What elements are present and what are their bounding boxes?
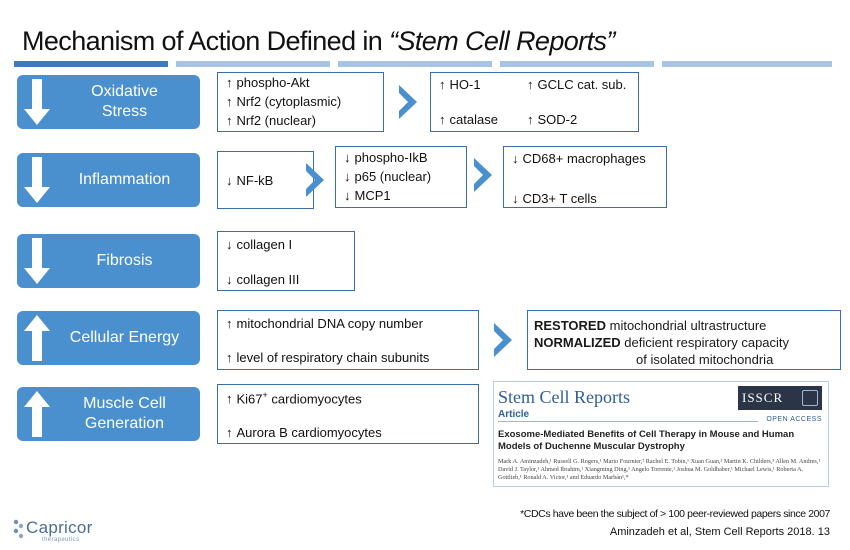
down-arrow-icon: ↓ [226,272,233,287]
category-cellular-energy: Cellular Energy [17,311,200,365]
paper-title: Exosome-Mediated Benefits of Cell Therap… [498,429,795,452]
up-arrow-icon: ↑ [226,94,233,109]
slide-number: 13 [817,526,830,538]
page-title: Mechanism of Action Defined in “Stem Cel… [22,26,615,57]
list-item: ↑HO-1 [439,77,481,92]
fibrosis-box-1: ↓collagen I ↓collagen III [217,231,355,291]
category-label: Cellular Energy [69,329,180,346]
arrow-down-icon [24,157,50,203]
arrow-up-icon [24,315,50,361]
underline-bar [176,61,330,67]
list-item: ↑Aurora B cardiomyocytes [226,425,382,440]
list-item: ↑Nrf2 (cytoplasmic) [226,94,342,109]
chevron-right-icon [474,158,492,192]
list-item: ↑catalase [439,112,498,127]
inflammation-box-3: ↓CD68+ macrophages ↓CD3+ T cells [503,146,667,208]
open-access-label: OPEN ACCESS [766,416,822,423]
list-item: ↓collagen III [226,272,300,287]
up-arrow-icon: ↑ [226,316,233,331]
divider [498,421,758,422]
result-line: of isolated mitochondria [636,352,774,367]
up-arrow-icon: ↑ [439,112,446,127]
list-item: ↑phospho-Akt [226,75,310,90]
category-label: Inflammation [78,171,171,188]
title-prefix: Mechanism of Action Defined in [22,26,390,56]
title-underline-bars [14,61,836,67]
list-item: ↓NF-kB [226,173,274,188]
result-line: RESTORED mitochondrial ultrastructure [534,318,767,333]
up-arrow-icon: ↑ [226,350,233,365]
inflammation-box-2: ↓phospho-IkB ↓p65 (nuclear) ↓MCP1 [335,146,467,208]
list-item: ↑SOD-2 [527,112,578,127]
up-arrow-icon: ↑ [527,77,534,92]
result-line: NORMALIZED deficient respiratory capacit… [534,335,790,350]
category-label: Muscle Cell Generation [83,395,166,432]
down-arrow-icon: ↓ [512,191,519,206]
list-item: ↑mitochondrial DNA copy number [226,316,423,331]
list-item: ↓CD68+ macrophages [512,151,646,166]
title-journal: “Stem Cell Reports” [389,26,615,56]
capricor-logo: Capricor therapeutics [12,516,112,546]
underline-bar [14,61,168,67]
oxidative-box-1: ↑phospho-Akt ↑Nrf2 (cytoplasmic) ↑Nrf2 (… [217,72,384,132]
down-arrow-icon: ↓ [344,150,351,165]
up-arrow-icon: ↑ [226,391,233,407]
list-item: ↑Ki67+ cardiomyocytes [226,390,362,407]
seal-icon [802,390,818,406]
list-item: ↓MCP1 [344,188,391,203]
down-arrow-icon: ↓ [226,237,233,252]
article-label: Article [498,409,530,420]
company-name: Capricor [26,518,93,537]
underline-bar [662,61,832,67]
isscr-logo: ISSCR [738,386,822,410]
down-arrow-icon: ↓ [344,169,351,184]
category-inflammation: Inflammation [17,153,200,207]
underline-bar [500,61,654,67]
muscle-box-1: ↑Ki67+ cardiomyocytes ↑Aurora B cardiomy… [217,384,479,444]
up-arrow-icon: ↑ [439,77,446,92]
cellular-energy-result-box: RESTORED mitochondrial ultrastructure NO… [527,310,841,370]
category-oxidative-stress: Oxidative Stress [17,75,200,129]
down-arrow-icon: ↓ [512,151,519,166]
chevron-right-icon [306,163,324,197]
category-label: Fibrosis [96,252,153,269]
arrow-down-icon [24,79,50,125]
list-item: ↑Nrf2 (nuclear) [226,113,316,128]
category-fibrosis: Fibrosis [17,234,200,288]
down-arrow-icon: ↓ [344,188,351,203]
company-subtitle: therapeutics [42,537,80,543]
paper-thumbnail: Stem Cell Reports Article ISSCR OPEN ACC… [493,381,829,487]
logo-mark-icon [13,519,24,539]
chevron-right-icon [494,323,512,357]
up-arrow-icon: ↑ [226,113,233,128]
up-arrow-icon: ↑ [527,112,534,127]
down-arrow-icon: ↓ [226,173,233,188]
category-muscle-cell-generation: Muscle Cell Generation [17,387,200,441]
up-arrow-icon: ↑ [226,425,233,440]
oxidative-box-2: ↑HO-1 ↑GCLC cat. sub. ↑catalase ↑SOD-2 [430,72,639,132]
arrow-up-icon [24,391,50,437]
footnote: *CDCs have been the subject of > 100 pee… [520,508,830,520]
paper-authors: Mark A. Aminzadeh,¹ Russell G. Rogers,¹ … [498,458,821,481]
up-arrow-icon: ↑ [226,75,233,90]
list-item: ↑GCLC cat. sub. [527,77,627,92]
cellular-energy-box-1: ↑mitochondrial DNA copy number ↑level of… [217,310,479,370]
arrow-down-icon [24,238,50,284]
list-item: ↑level of respiratory chain subunits [226,350,430,365]
citation: Aminzadeh et al, Stem Cell Reports 2018.… [609,526,830,538]
list-item: ↓phospho-IkB [344,150,428,165]
category-label: Oxidative Stress [91,83,158,120]
chevron-right-icon [399,85,417,119]
list-item: ↓CD3+ T cells [512,191,597,206]
journal-name: Stem Cell Reports [498,387,630,407]
list-item: ↓p65 (nuclear) [344,169,432,184]
underline-bar [338,61,492,67]
list-item: ↓collagen I [226,237,293,252]
inflammation-box-1: ↓NF-kB [217,151,314,209]
